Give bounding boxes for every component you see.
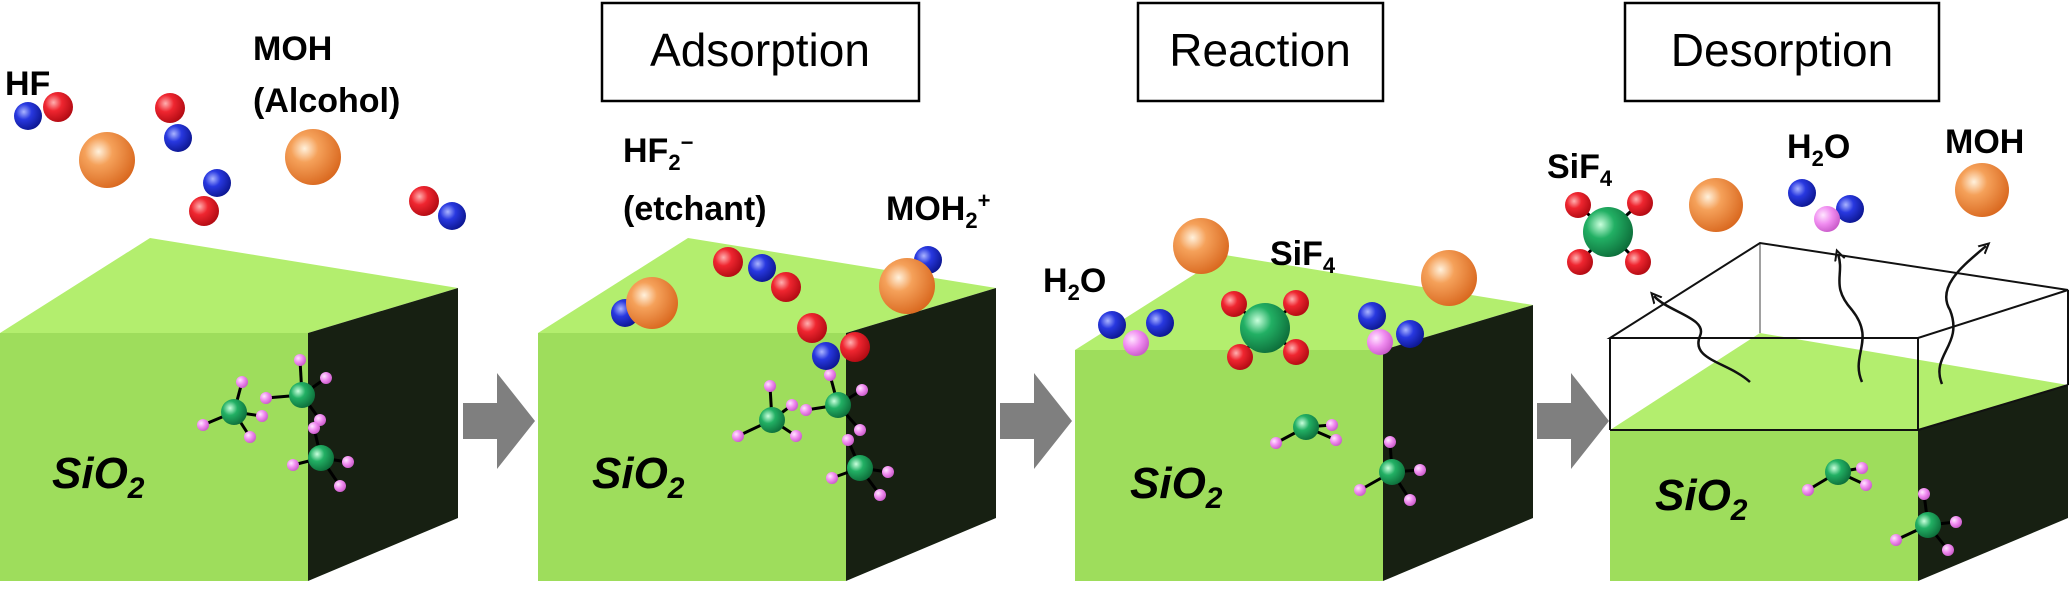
sif4-label: SiF4 <box>1547 148 1613 191</box>
block-top-face <box>1610 333 2068 430</box>
block-side-face <box>846 288 996 581</box>
sif4-product <box>1221 290 1309 370</box>
sio2-label: SiO2 <box>1655 471 1748 527</box>
hf2-label: HF2− <box>623 130 693 175</box>
hf-molecules <box>14 92 466 230</box>
sio2-label: SiO2 <box>592 449 685 505</box>
process-arrow-3 <box>1537 373 1609 469</box>
panel-adsorption: Adsorption SiO2 <box>538 1 996 581</box>
stage-box-adsorption <box>600 1 921 103</box>
stage-label-reaction: Reaction <box>1169 24 1351 76</box>
process-arrow-2 <box>1000 373 1072 469</box>
stage-label-adsorption: Adsorption <box>650 24 870 76</box>
etchant-label: (etchant) <box>623 190 767 228</box>
block-front-face <box>1610 430 1918 581</box>
block-front-face <box>0 333 308 581</box>
h2o-label: H2O <box>1043 262 1106 305</box>
substrate-block-1 <box>0 238 458 581</box>
panel-initial: SiO2 HF MOH <box>0 30 466 581</box>
panel-reaction: Reaction SiO2 <box>1043 1 1533 581</box>
surface-siloh-groups <box>197 354 354 492</box>
substrate-block-2 <box>538 238 996 581</box>
panel-desorption: Desorption SiO2 <box>1547 1 2069 581</box>
surface-siloh-groups <box>732 369 894 501</box>
hf-label: HF <box>5 65 50 103</box>
alcohol-label: (Alcohol) <box>253 82 400 120</box>
block-side-face <box>1918 385 2068 581</box>
moh2-label: MOH2+ <box>886 188 990 233</box>
block-side-face <box>308 288 458 581</box>
h2o-label: H2O <box>1787 128 1850 171</box>
stage-label-desorption: Desorption <box>1671 24 1893 76</box>
stage-box-reaction <box>1136 1 1385 103</box>
water-molecules <box>1098 302 1424 356</box>
desorption-arrows <box>1654 246 1986 385</box>
process-arrow-1 <box>463 373 535 469</box>
water-molecule <box>1788 179 1864 232</box>
surface-sioh-remaining <box>1270 414 1426 506</box>
sio2-label: SiO2 <box>1130 459 1223 515</box>
protonated-alcohol-molecules <box>626 246 942 329</box>
alcohol-molecules <box>1689 163 2009 232</box>
surface-sioh-remaining <box>1802 459 1962 556</box>
stage-box-desorption <box>1623 1 1941 103</box>
removed-layer-outline <box>1606 241 2069 431</box>
block-top-face <box>0 238 458 333</box>
moh-label: MOH <box>1945 123 2024 161</box>
alcohol-molecules <box>79 129 341 188</box>
block-front-face <box>538 333 846 581</box>
alcohol-molecules <box>1173 218 1477 306</box>
sif4-desorbed <box>1565 190 1653 275</box>
sif4-label: SiF4 <box>1270 235 1336 278</box>
block-front-face <box>1075 350 1383 581</box>
moh-label: MOH <box>253 30 332 68</box>
block-side-face <box>1383 305 1533 581</box>
sio2-label: SiO2 <box>52 449 145 505</box>
substrate-block-4 <box>1610 333 2068 581</box>
hf2-etchant-molecules <box>611 247 870 370</box>
